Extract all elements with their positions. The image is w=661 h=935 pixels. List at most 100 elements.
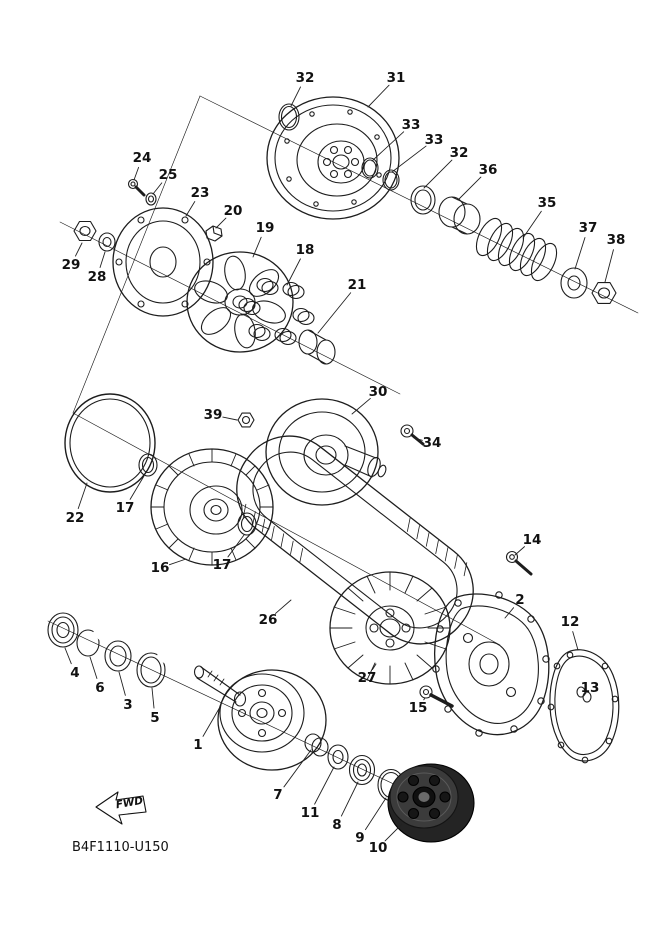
part-callout-31: 31	[387, 70, 406, 86]
part-27-fan-wheel	[329, 571, 451, 685]
part-callout-19: 19	[256, 220, 275, 236]
part-11-bearing	[327, 744, 349, 770]
part-callout-7: 7	[273, 787, 282, 803]
part-callout-4: 4	[70, 665, 79, 681]
leader-line	[222, 416, 238, 421]
leader-line	[371, 131, 405, 162]
part-callout-32: 32	[296, 70, 315, 86]
leader-line	[514, 546, 525, 556]
part-callout-1: 1	[193, 737, 202, 753]
part-37-washer	[560, 267, 588, 299]
part-22-oring	[64, 393, 156, 493]
leader-line	[77, 482, 88, 509]
part-33-oring-a	[361, 157, 379, 179]
leader-line	[317, 292, 352, 334]
leader-line	[367, 84, 390, 108]
part-callout-26: 26	[259, 612, 278, 628]
part-callout-12: 12	[561, 614, 580, 630]
construction-lines	[47, 95, 639, 821]
part-callout-14: 14	[523, 532, 542, 548]
part-39-nut	[237, 412, 255, 428]
leader-line	[286, 258, 301, 286]
part-36-spring-seat	[438, 196, 481, 235]
part-32-seal	[410, 185, 436, 215]
leader-line	[574, 237, 586, 270]
part-14-bolt	[505, 550, 533, 576]
leader-line	[413, 437, 423, 441]
part-callout-23: 23	[191, 185, 210, 201]
part-callout-17: 17	[213, 557, 232, 573]
part-30-secondary-sheave	[265, 398, 387, 506]
part-callout-34: 34	[423, 435, 442, 451]
leader-line	[391, 145, 427, 173]
leader-line	[423, 697, 426, 701]
part-21-collar	[298, 329, 336, 365]
part-17-seal-a	[138, 453, 158, 477]
part-callout-10: 10	[369, 840, 388, 856]
part-33-oring-b	[382, 169, 400, 191]
part-callout-8: 8	[332, 817, 341, 833]
leader-line	[371, 663, 377, 671]
part-callout-30: 30	[369, 384, 388, 400]
part-10-clutch-cap	[387, 763, 475, 843]
leader-line	[152, 182, 163, 195]
leader-line	[185, 201, 196, 217]
part-2-crankcase-cover	[432, 591, 550, 737]
part-callout-33: 33	[402, 117, 421, 133]
leader-line	[340, 781, 359, 817]
part-28-washer	[98, 232, 116, 252]
part-13-dowel	[576, 686, 592, 703]
fwd-arrow: FWD	[95, 791, 147, 825]
leader-line	[215, 217, 227, 229]
part-29-nut	[73, 220, 97, 242]
leader-line	[64, 647, 72, 665]
part-callout-16: 16	[151, 560, 170, 576]
leader-line	[364, 797, 387, 831]
fwd-label: FWD	[115, 795, 144, 812]
part-38-nut	[591, 282, 617, 304]
part-callout-28: 28	[88, 269, 107, 285]
part-callout-37: 37	[579, 220, 598, 236]
leader-line	[384, 823, 403, 842]
part-callout-3: 3	[123, 697, 132, 713]
leader-line	[275, 599, 292, 614]
part-callout-15: 15	[409, 700, 428, 716]
part-18-weight-rollers	[238, 277, 315, 346]
leader-line	[151, 687, 155, 709]
part-callout-5: 5	[150, 710, 159, 726]
leader-line	[168, 558, 187, 566]
part-5-circlip	[136, 652, 169, 688]
diagram-code: B4F1110-U150	[72, 840, 169, 855]
part-callout-17: 17	[116, 500, 135, 516]
part-34-bolt	[400, 424, 425, 446]
part-callout-39: 39	[204, 407, 223, 423]
part-callout-2: 2	[515, 592, 524, 608]
part-1-shaft-and-drum	[193, 665, 327, 771]
leader-line	[290, 86, 301, 107]
part-callout-22: 22	[66, 510, 85, 526]
leader-line	[202, 706, 221, 737]
part-16-drive-face	[150, 448, 274, 566]
leader-line	[522, 210, 542, 239]
part-callout-21: 21	[348, 277, 367, 293]
part-callout-9: 9	[355, 830, 364, 846]
part-24-bolt	[127, 178, 146, 197]
part-callout-25: 25	[159, 167, 178, 183]
part-6-circlip	[76, 629, 102, 657]
part-17-seal-b	[237, 512, 257, 536]
leader-line	[604, 249, 614, 283]
leader-line	[572, 631, 579, 651]
part-8-bearing	[348, 754, 376, 786]
leader-line	[129, 475, 145, 500]
leader-line	[314, 766, 335, 805]
part-callout-6: 6	[95, 680, 104, 696]
part-32-oring-top	[278, 103, 300, 131]
part-callout-13: 13	[581, 680, 600, 696]
part-23-plate	[112, 207, 214, 317]
leader-line	[75, 242, 83, 257]
part-callout-29: 29	[62, 257, 81, 273]
leader-line	[227, 534, 245, 558]
part-callout-32: 32	[450, 145, 469, 161]
